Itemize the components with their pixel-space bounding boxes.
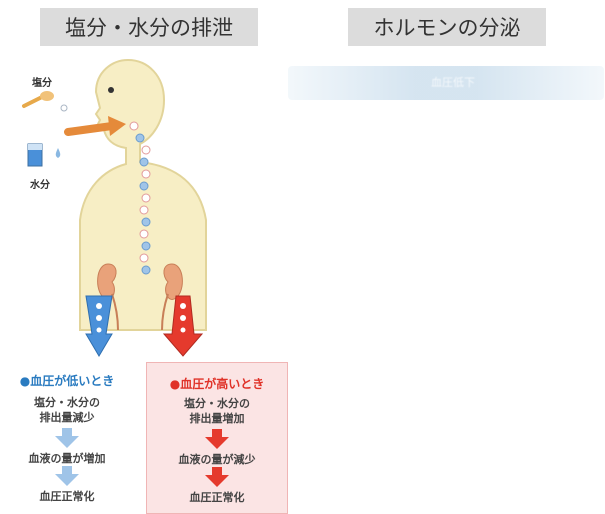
section-title-hormone: ホルモンの分泌 (348, 8, 546, 46)
panel-low-step2: 血液の量が増加 (28, 452, 106, 465)
particle-column (129, 121, 151, 275)
down-arrow-icon (55, 428, 79, 448)
panel-high-line2: 排出量増加 (189, 412, 245, 425)
section-title-excretion: 塩分・水分の排泄 (40, 8, 258, 46)
panel-high-heading: ●血圧が高いとき (169, 377, 265, 391)
blurred-bar-text: 血圧低下 (431, 76, 475, 89)
intake-arrow (64, 116, 126, 136)
eye-icon (108, 87, 114, 93)
panel-low-line1: 塩分・水分の (34, 396, 100, 409)
high-pressure-arrow (162, 295, 204, 357)
panel-high-step2: 血液の量が減少 (178, 453, 256, 466)
panel-high-step3: 血圧正常化 (189, 491, 245, 504)
low-pressure-arrow (85, 295, 113, 357)
panel-low-line2: 排出量減少 (39, 411, 95, 424)
label-salt: 塩分 (32, 78, 52, 89)
panel-low-pressure: ●血圧が低いとき 塩分・水分の 排出量減少 血液の量が増加 血圧正常化 (2, 360, 132, 510)
panel-high-line1: 塩分・水分の (184, 397, 250, 410)
ureter-right (161, 293, 169, 331)
blurred-bar (288, 66, 604, 100)
spoon-icon (22, 91, 68, 112)
water-drop-icon (55, 148, 61, 158)
down-arrow-icon (55, 466, 79, 486)
panel-high-pressure: ●血圧が高いとき 塩分・水分の 排出量増加 血液の量が減少 血圧正常化 (146, 362, 288, 514)
down-arrow-icon (205, 429, 229, 449)
down-arrow-icon (205, 467, 229, 487)
label-water: 水分 (30, 180, 50, 191)
water-cup-icon (27, 143, 43, 167)
ureter-left (111, 293, 119, 331)
panel-low-heading: ●血圧が低いとき (19, 374, 115, 388)
panel-low-step3: 血圧正常化 (39, 490, 95, 503)
